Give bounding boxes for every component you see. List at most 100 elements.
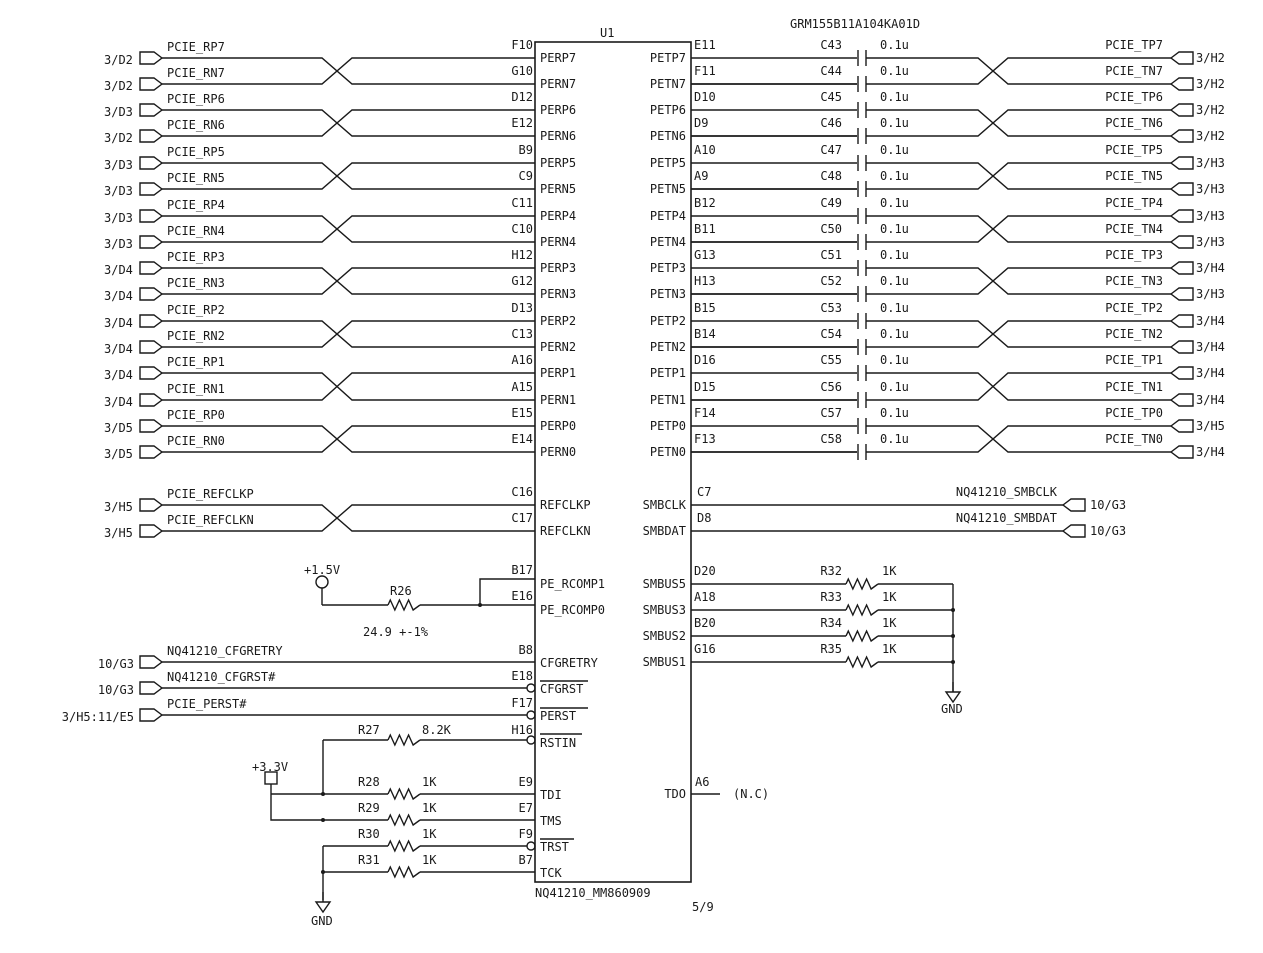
- pin-name: PETN0: [650, 445, 686, 459]
- resistor-value: 1K: [882, 590, 897, 604]
- net-label: PCIE_RP6: [167, 92, 225, 106]
- pin-name: PE_RCOMP0: [540, 603, 605, 617]
- sheet-ref: 3/H4: [1196, 393, 1225, 407]
- offpage-connector: [139, 209, 164, 223]
- net-wire: [162, 504, 535, 532]
- gnd-label: GND: [941, 702, 963, 716]
- pin-name: TRST: [540, 840, 569, 854]
- offpage-connector: [1169, 182, 1194, 196]
- pin-name: PERN4: [540, 235, 576, 249]
- ball-number: B14: [694, 327, 716, 341]
- resistor-value: 1K: [422, 801, 437, 815]
- offpage-connector: [139, 340, 164, 354]
- net-label: PCIE_TN2: [1105, 327, 1163, 341]
- capacitor-symbol: [857, 234, 867, 250]
- net-label: PCIE_RP4: [167, 198, 225, 212]
- u1-ref: U1: [600, 26, 614, 40]
- ball-number: D20: [694, 564, 716, 578]
- offpage-connector: [139, 445, 164, 459]
- net-label: PCIE_TP1: [1105, 353, 1163, 367]
- capacitor-value: 0.1u: [880, 406, 909, 420]
- ball-number: C13: [511, 327, 533, 341]
- net-label: PCIE_RN2: [167, 329, 225, 343]
- sheet-ref: 3/D2: [104, 53, 133, 67]
- ball-number: E15: [511, 406, 533, 420]
- resistor-ref: R26: [390, 584, 412, 598]
- ball-number: A15: [511, 380, 533, 394]
- capacitor-value: 0.1u: [880, 380, 909, 394]
- pin-name: PETN2: [650, 340, 686, 354]
- sheet-ref: 3/H3: [1196, 287, 1225, 301]
- capacitor-ref: C48: [820, 169, 842, 183]
- net-label: PCIE_RN5: [167, 171, 225, 185]
- net-label: PCIE_RN7: [167, 66, 225, 80]
- u1-part-number: NQ41210_MM860909: [535, 886, 651, 900]
- capacitor-value: 0.1u: [880, 248, 909, 262]
- sheet-ref: 3/H4: [1196, 366, 1225, 380]
- net-label: PCIE_TP3: [1105, 248, 1163, 262]
- sheet-ref: 3/H2: [1196, 129, 1225, 143]
- resistor-ref: R27: [358, 723, 380, 737]
- offpage-connector: [139, 419, 164, 433]
- capacitor-symbol: [857, 181, 867, 197]
- ball-number: D13: [511, 301, 533, 315]
- net-label: PCIE_TN6: [1105, 116, 1163, 130]
- gnd-symbol: [314, 901, 332, 914]
- capacitor-value: 0.1u: [880, 274, 909, 288]
- net-label: PCIE_RP0: [167, 408, 225, 422]
- pin-name: TDI: [540, 788, 562, 802]
- sheet-ref: 3/D4: [104, 342, 133, 356]
- ball-number: D15: [694, 380, 716, 394]
- capacitor-ref: C55: [820, 353, 842, 367]
- offpage-connector: [139, 393, 164, 407]
- sheet-ref: 3/D4: [104, 316, 133, 330]
- ball-number: H13: [694, 274, 716, 288]
- pin-name: PERN6: [540, 129, 576, 143]
- resistor-value: 1K: [882, 642, 897, 656]
- net-wire: [162, 267, 535, 295]
- ball-number: F17: [511, 696, 533, 710]
- supply-symbol: [315, 575, 329, 589]
- ball-number: B9: [519, 143, 533, 157]
- ball-number: D8: [697, 511, 711, 525]
- net-wire: [162, 425, 535, 453]
- ball-number: D10: [694, 90, 716, 104]
- resistor-ref: R30: [358, 827, 380, 841]
- resistor-symbol: [387, 813, 421, 827]
- resistor-symbol: [845, 603, 879, 617]
- gnd-label: GND: [311, 914, 333, 928]
- pin-name: PETP3: [650, 261, 686, 275]
- pin-name: PETN4: [650, 235, 686, 249]
- capacitor-ref: C49: [820, 196, 842, 210]
- capacitor-symbol: [857, 128, 867, 144]
- net-label: PCIE_TN0: [1105, 432, 1163, 446]
- sheet-ref: 3/D4: [104, 263, 133, 277]
- net-label: NQ41210_CFGRST#: [167, 670, 276, 684]
- offpage-connector: [1061, 524, 1086, 538]
- pin-name: PETP1: [650, 366, 686, 380]
- offpage-connector: [1169, 103, 1194, 117]
- sheet-ref: 10/G3: [98, 683, 134, 697]
- offpage-connector: [139, 366, 164, 380]
- capacitor-ref: C50: [820, 222, 842, 236]
- ball-number: B8: [519, 643, 533, 657]
- offpage-connector: [1169, 314, 1194, 328]
- sheet-ref: 3/H3: [1196, 182, 1225, 196]
- sheet-ref: 3/H5: [104, 526, 133, 540]
- ball-number: E18: [511, 669, 533, 683]
- capacitor-value: 0.1u: [880, 327, 909, 341]
- capacitor-value: 0.1u: [880, 301, 909, 315]
- sheet-ref: 3/D4: [104, 289, 133, 303]
- sheet-ref: 3/D3: [104, 105, 133, 119]
- capacitor-value: 0.1u: [880, 64, 909, 78]
- ball-number: E12: [511, 116, 533, 130]
- pin-name: PETN3: [650, 287, 686, 301]
- pin-name: REFCLKP: [540, 498, 591, 512]
- pin-name: SMBDAT: [643, 524, 686, 538]
- capacitor-symbol: [857, 444, 867, 460]
- pin-name: PETP4: [650, 209, 686, 223]
- offpage-connector: [139, 156, 164, 170]
- resistor-value: 8.2K: [422, 723, 452, 737]
- ball-number: A10: [694, 143, 716, 157]
- capacitor-symbol: [857, 313, 867, 329]
